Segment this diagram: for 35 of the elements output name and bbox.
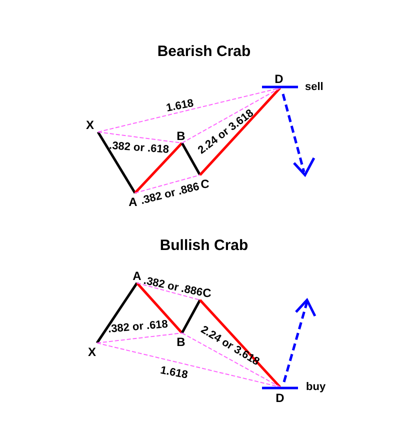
edge-label: .382 or .618: [108, 140, 170, 156]
dashed-line: [134, 174, 200, 194]
point-label: A: [127, 195, 139, 209]
dashed-line: [96, 332, 182, 344]
point-label: B: [175, 129, 187, 143]
point-label: B: [175, 335, 187, 349]
signal-label: buy: [306, 381, 326, 394]
point-label: X: [86, 345, 98, 359]
price-leg-line: [180, 299, 202, 334]
dashed-line: [136, 282, 200, 300]
edge-label: .382 or .886: [139, 180, 200, 207]
pattern-title: Bullish Crab: [160, 237, 248, 254]
price-leg-line: [96, 131, 136, 194]
point-label: D: [273, 72, 285, 86]
dashed-line: [182, 88, 280, 144]
price-leg-line: [199, 299, 281, 388]
price-leg-line: [134, 142, 183, 194]
edge-label: .382 or .886: [142, 274, 204, 299]
price-leg-line: [136, 282, 183, 334]
point-label: X: [84, 118, 96, 132]
dashed-line: [98, 132, 182, 144]
dashed-line: [182, 332, 280, 388]
edge-label: .382 or .618: [108, 318, 168, 336]
price-leg-line: [199, 87, 281, 176]
point-label: A: [131, 269, 143, 283]
point-label: D: [274, 391, 286, 405]
point-label: C: [199, 177, 211, 191]
price-leg-line: [180, 142, 202, 176]
pattern-title: Bearish Crab: [157, 43, 251, 60]
point-label: C: [201, 286, 213, 300]
price-leg-line: [96, 282, 138, 344]
signal-label: sell: [305, 81, 324, 94]
edge-label: 1.618: [165, 97, 195, 114]
dashed-line: [96, 342, 280, 388]
edge-label: 1.618: [159, 364, 189, 382]
